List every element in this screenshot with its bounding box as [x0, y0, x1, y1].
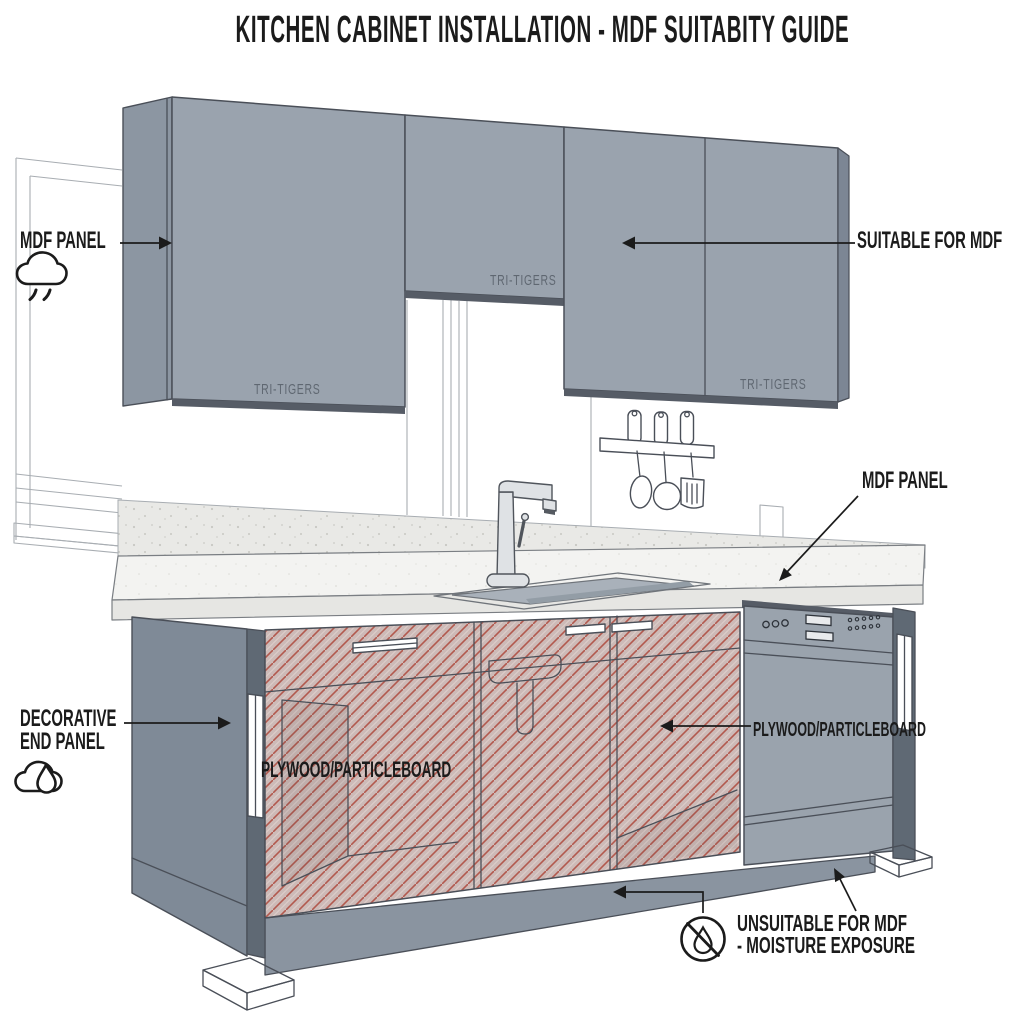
label-unsuitable-line2: - MOISTURE EXPOSURE [737, 932, 915, 958]
arrow-unsuitable-toekick [834, 868, 857, 912]
label-plywood-left: PLYWOOD/PARTICLEBOARD [261, 757, 452, 782]
label-decorative-line1: DECORATIVE [20, 705, 117, 732]
drawer-handles [352, 620, 653, 654]
arrow-unsuitable-base [613, 885, 704, 913]
arrow-mdf-panel-upper [120, 236, 172, 250]
right-foot [869, 844, 933, 878]
watermark-middle-cabinet: TRI-TIGERS [490, 272, 557, 289]
ladle-icon [652, 481, 682, 511]
arrow-suitable-for-mdf [622, 236, 855, 250]
upper-cabinet-right [563, 126, 850, 409]
faucet [486, 480, 557, 588]
watermark-right-cabinet: TRI-TIGERS [740, 376, 807, 393]
label-unsuitable-line1: UNSUITABLE FOR MDF [737, 910, 908, 936]
arrow-plywood-right [660, 719, 751, 733]
label-suitable-for-mdf: SUITABLE FOR MDF [857, 227, 1003, 254]
page-title: KITCHEN CABINET INSTALLATION - MDF SUITA… [235, 9, 850, 51]
label-mdf-panel-countertop: MDF PANEL [862, 467, 948, 494]
label-mdf-panel-upper: MDF PANEL [20, 227, 106, 254]
arrow-mdf-panel-countertop [779, 495, 859, 581]
label-decorative-end-panel: DECORATIVE END PANEL [20, 705, 117, 755]
sink [433, 572, 711, 610]
rain-cloud-icon [15, 251, 68, 301]
dishwasher [742, 600, 894, 866]
dishwasher-controls [762, 614, 881, 642]
no-moisture-crossed-drop-icon [680, 916, 726, 962]
leader-arrows [120, 236, 859, 913]
spatula-hook [636, 450, 641, 478]
base-cabinet-hatched [264, 611, 741, 919]
watermark-left-cabinet: TRI-TIGERS [254, 381, 321, 398]
label-decorative-line2: END PANEL [20, 728, 105, 755]
utensil-rail [599, 409, 715, 511]
label-unsuitable: UNSUITABLE FOR MDF - MOISTURE EXPOSURE [737, 910, 915, 958]
label-plywood-right: PLYWOOD/PARTICLEBOARD [753, 719, 926, 741]
upper-cabinet-left [122, 96, 406, 414]
spatula-icon [629, 475, 653, 509]
moisture-drop-cloud-icon [14, 760, 63, 794]
base-end-panel-left [131, 616, 295, 1011]
sink-plumbing [488, 654, 562, 735]
left-foot [202, 957, 295, 1011]
base-end-panel-right [869, 607, 933, 878]
arrow-decorative-end-panel [124, 716, 231, 730]
